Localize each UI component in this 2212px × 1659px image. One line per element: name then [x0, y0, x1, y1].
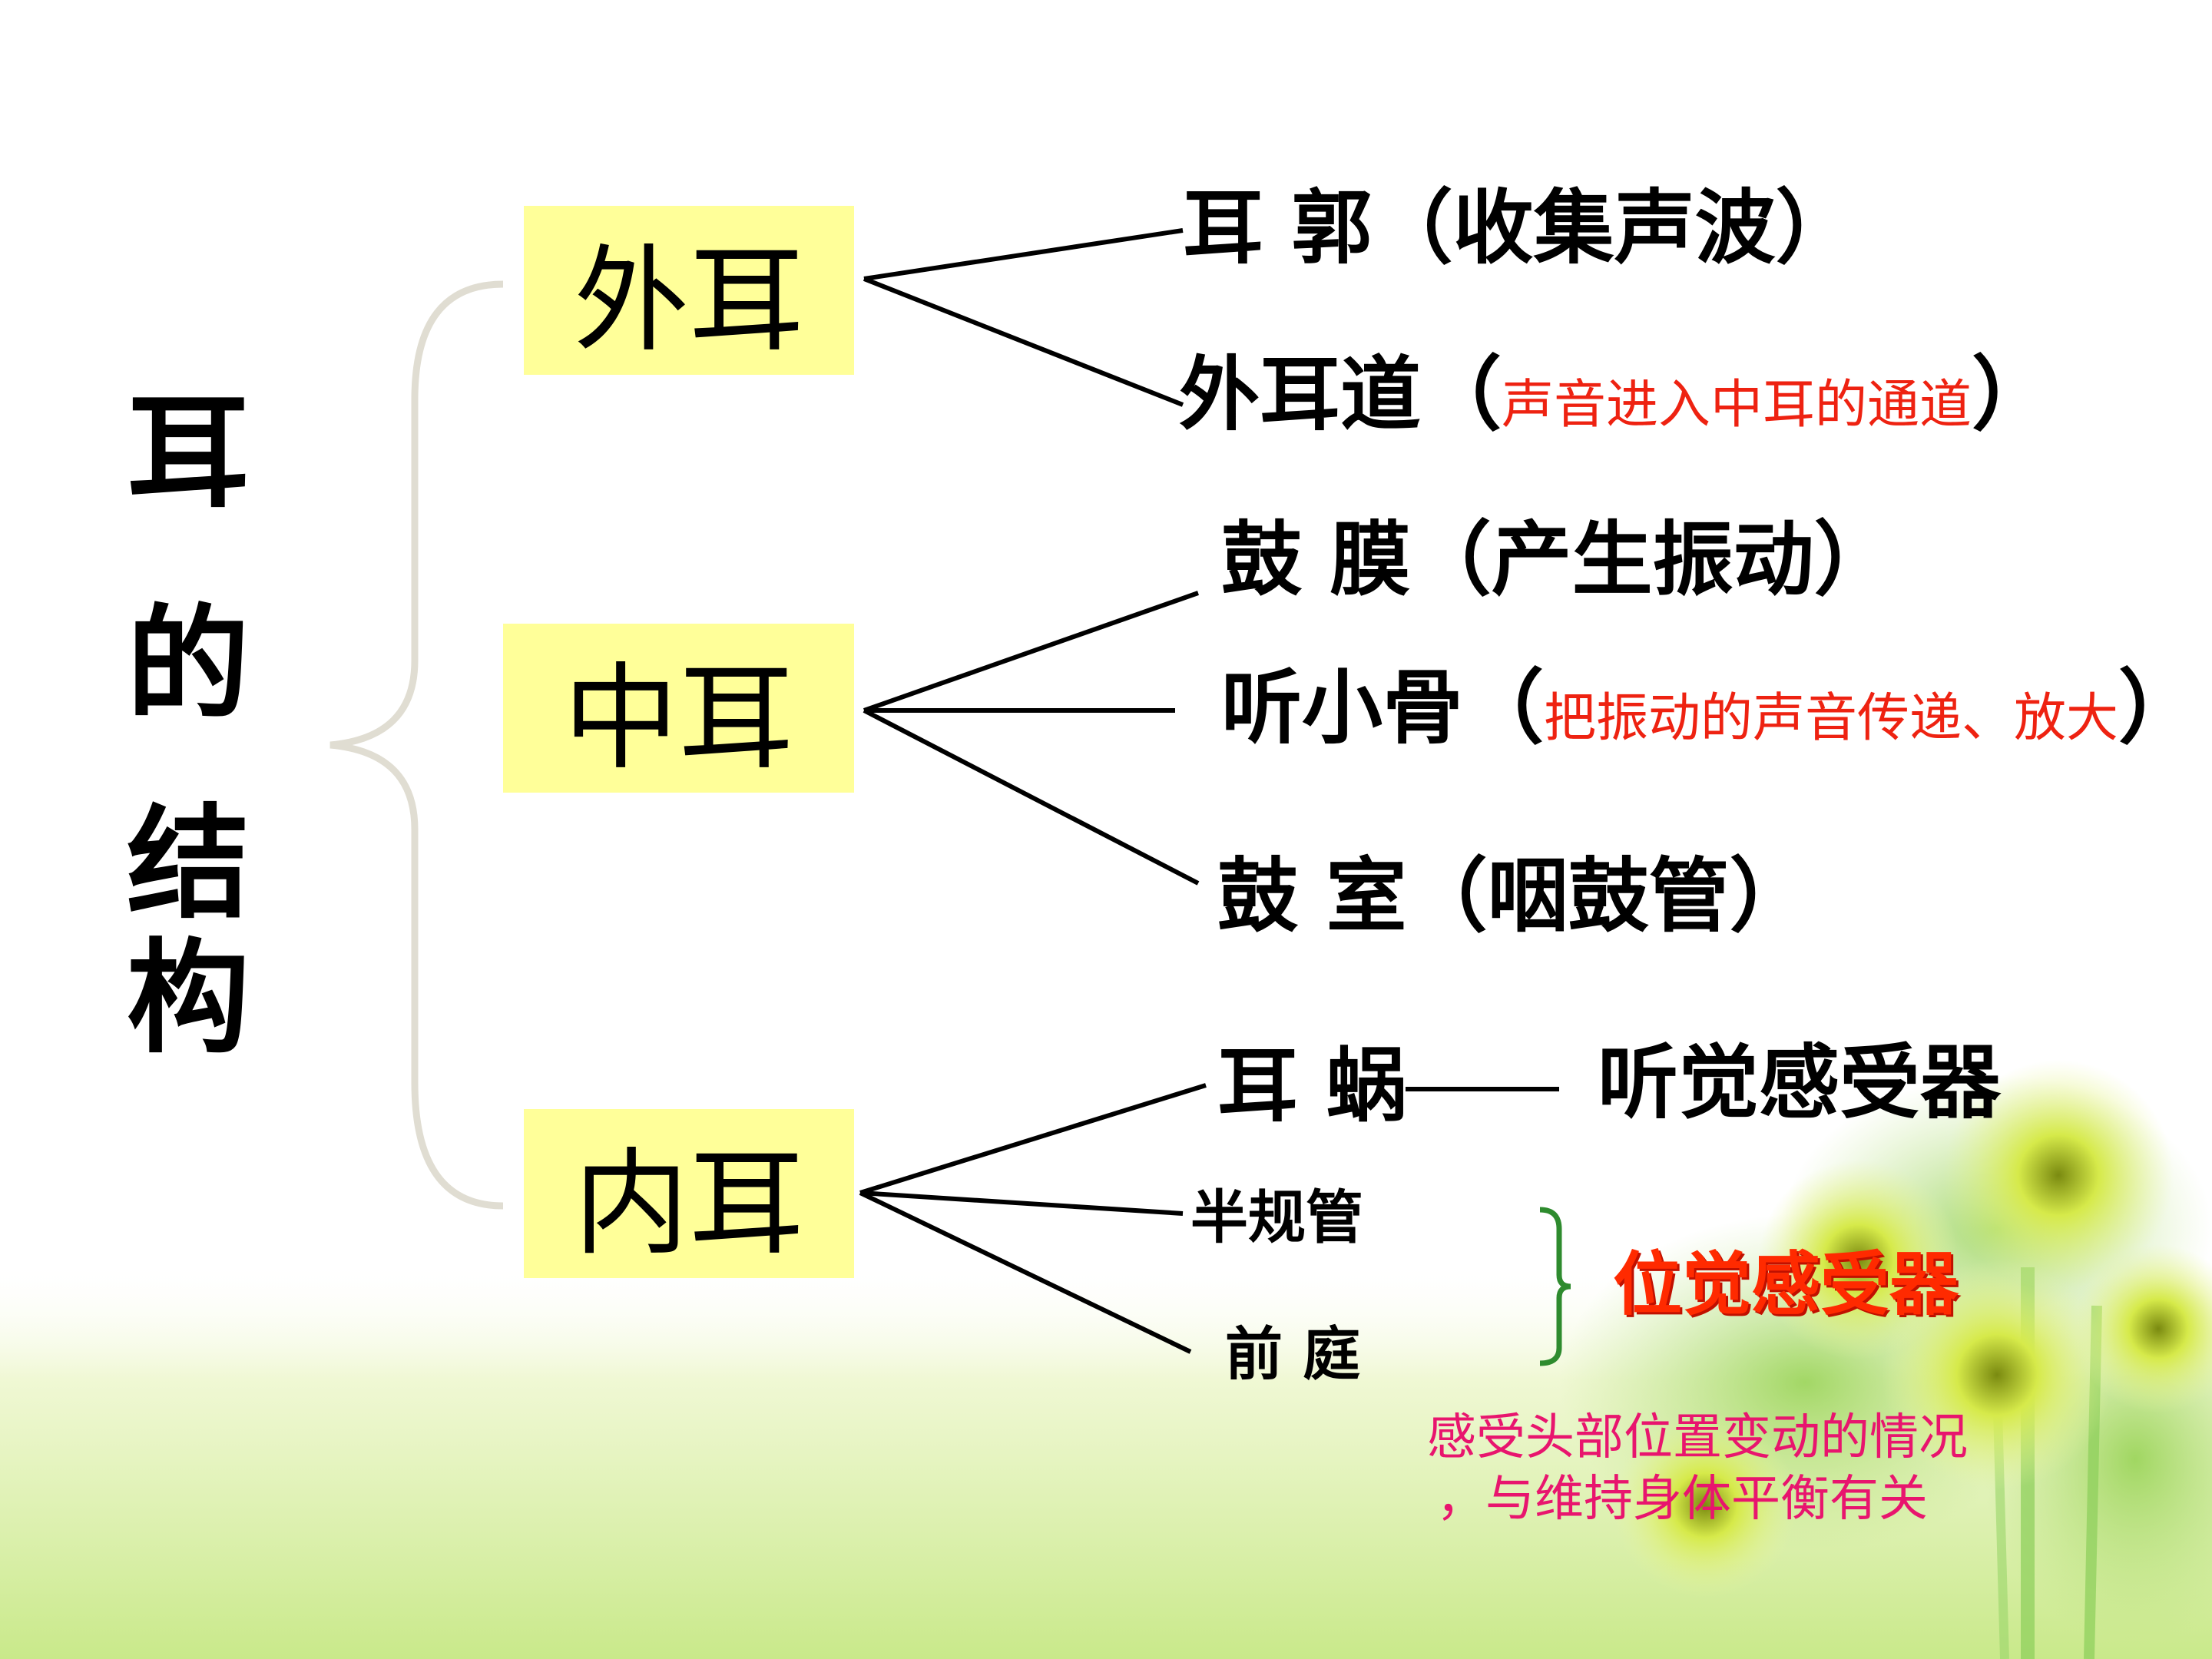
eardrum-label: 鼓 膜（产生振动）	[1221, 520, 1895, 601]
eardrum-note: 产生振动	[1491, 513, 1814, 607]
ear-canal-name: 外耳道	[1179, 348, 1422, 442]
ossicles-paren-close: ）	[2118, 661, 2200, 755]
right-brace	[1539, 1207, 1571, 1366]
eardrum-paren-close: ）	[1813, 513, 1895, 607]
title-char-2: 的	[127, 592, 250, 736]
auricle-label: 耳 郭（收集声波）	[1183, 188, 1856, 269]
balance-receptor: 位觉感受器	[1613, 1244, 1959, 1325]
tympanic-paren-close: ）	[1729, 849, 1810, 943]
line-outer-canal	[863, 276, 1184, 407]
ossicles-label: 听小骨（把振动的声音传递、放大）	[1221, 668, 2199, 749]
line-middle-tympanic	[863, 708, 1200, 886]
line-inner-cochlea	[859, 1083, 1207, 1195]
vestibule: 前 庭	[1225, 1320, 1361, 1388]
ear-canal-paren-open: （	[1421, 348, 1502, 442]
inner-ear-box: 内耳	[524, 1109, 854, 1278]
title-char-3: 结	[127, 792, 250, 935]
line-outer-auricle	[863, 228, 1184, 281]
title-char-1: 耳	[127, 381, 250, 525]
ear-canal-note: 声音进入中耳的通道	[1502, 375, 1972, 435]
line-inner-vestibule	[859, 1190, 1192, 1354]
eardrum-name: 鼓 膜	[1221, 513, 1411, 607]
eardrum-paren-open: （	[1410, 513, 1492, 607]
tympanic-note: 咽鼓管	[1487, 849, 1730, 943]
auricle-paren-open: （	[1372, 181, 1453, 275]
title-char-4: 构	[127, 926, 250, 1070]
balance-note-line-1: 感受头部位置变动的情况	[1427, 1409, 1968, 1466]
hearing-receptor: 听觉感受器	[1598, 1036, 2002, 1130]
tympanic-label: 鼓 室（咽鼓管）	[1217, 856, 1810, 937]
auricle-paren-close: ）	[1775, 181, 1856, 275]
ear-canal-paren-close: ）	[1972, 348, 2053, 442]
cochlea-name: 耳 蜗	[1217, 1039, 1407, 1133]
ossicles-paren-open: （	[1463, 661, 1545, 755]
line-inner-semicircular	[859, 1190, 1184, 1216]
balance-note-line-2: ，与维持身体平衡有关	[1436, 1471, 1928, 1528]
outer-ear-box: 外耳	[524, 206, 854, 375]
semicircular-canals: 半规管	[1190, 1184, 1364, 1251]
ossicles-note: 把振动的声音传递、放大	[1544, 688, 2119, 749]
auricle-note: 收集声波	[1452, 181, 1776, 275]
middle-ear-box: 中耳	[503, 624, 854, 793]
ossicles-name: 听小骨	[1221, 661, 1464, 755]
left-brace	[329, 280, 504, 1210]
tympanic-name: 鼓 室	[1217, 849, 1407, 943]
tympanic-paren-open: （	[1406, 849, 1488, 943]
line-middle-eardrum	[863, 591, 1199, 713]
ear-canal-label: 外耳道（声音进入中耳的通道）	[1179, 355, 2052, 435]
auricle-name: 耳 郭	[1183, 181, 1373, 275]
